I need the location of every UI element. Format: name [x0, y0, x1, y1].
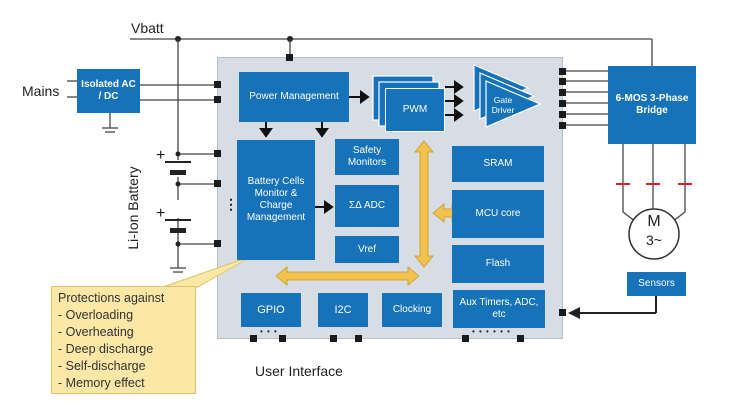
- safety-monitors-block: Safety Monitors: [335, 139, 399, 175]
- mcu-core-block: MCU core: [452, 190, 544, 238]
- sram-block: SRAM: [452, 146, 544, 182]
- three-phase-bridge-block: 6-MOS 3-Phase Bridge: [608, 66, 696, 144]
- vref-block: Vref: [335, 236, 399, 263]
- gpio-label: GPIO: [257, 304, 285, 316]
- svg-text:+: +: [156, 147, 165, 164]
- protection-item: Overheating: [58, 324, 189, 341]
- motor-phase: 3~: [646, 232, 662, 248]
- safety-monitors-label: Safety Monitors: [347, 145, 387, 168]
- protections-title: Protections against: [58, 291, 165, 305]
- gate-driver-icon: [485, 80, 542, 128]
- sensors-label: Sensors: [638, 278, 675, 289]
- aux-timers-block: Aux Timers, ADC, etc: [453, 290, 545, 328]
- i2c-block: I2C: [318, 293, 368, 327]
- battery-label: Li-Ion Battery: [125, 166, 141, 250]
- protections-list: Overloading Overheating Deep discharge S…: [58, 307, 189, 392]
- gate-driver-label: Gate Driver: [491, 95, 515, 115]
- gpio-block: GPIO: [241, 293, 301, 327]
- motor-icon: [628, 208, 680, 260]
- sigma-delta-adc-label: ΣΔ ADC: [348, 200, 386, 211]
- flash-block: Flash: [452, 245, 544, 283]
- three-phase-bridge-label: 6-MOS 3-Phase Bridge: [615, 93, 689, 116]
- vref-label: Vref: [358, 243, 376, 255]
- pwm-block: PWM: [385, 88, 445, 132]
- mains-label: Mains: [22, 83, 60, 99]
- gpio-dots: • • •: [260, 327, 278, 336]
- protection-item: Overloading: [58, 307, 189, 324]
- sigma-delta-adc-block: ΣΔ ADC: [335, 185, 399, 227]
- battery-dots: ⋮: [224, 196, 238, 212]
- sensors-block: Sensors: [627, 272, 686, 296]
- user-interface-label: User Interface: [255, 363, 343, 379]
- protection-item: Self-discharge: [58, 358, 189, 375]
- vertical-bus-arrow: [414, 140, 434, 268]
- battery-monitor-label: Battery Cells Monitor & Charge Managemen…: [246, 176, 306, 223]
- battery-monitor-block: Battery Cells Monitor & Charge Managemen…: [237, 140, 315, 260]
- isolated-ac-dc-block: Isolated AC / DC: [77, 69, 140, 113]
- aux-dots: • • • • • •: [472, 327, 511, 336]
- isolated-ac-dc-label: Isolated AC / DC: [81, 79, 136, 102]
- motor-letter: M: [647, 213, 661, 230]
- svg-text:+: +: [156, 205, 165, 222]
- mcu-core-label: MCU core: [475, 208, 521, 219]
- pwm-label: PWM: [402, 104, 428, 115]
- clocking-label: Clocking: [392, 304, 432, 315]
- vbatt-label: Vbatt: [131, 20, 164, 36]
- clocking-block: Clocking: [382, 293, 442, 327]
- aux-timers-label: Aux Timers, ADC, etc: [459, 297, 539, 320]
- protections-callout: Protections against Overloading Overheat…: [51, 286, 196, 394]
- flash-label: Flash: [485, 258, 511, 269]
- i2c-label: I2C: [334, 304, 352, 316]
- sram-label: SRAM: [483, 158, 513, 169]
- protection-item: Deep discharge: [58, 341, 189, 358]
- horizontal-bus-arrow: [275, 266, 420, 286]
- power-management-label: Power Management: [249, 91, 339, 102]
- protection-item: Memory effect: [58, 375, 189, 392]
- sensor-arrow-icon: [568, 307, 580, 319]
- power-management-block: Power Management: [239, 72, 349, 122]
